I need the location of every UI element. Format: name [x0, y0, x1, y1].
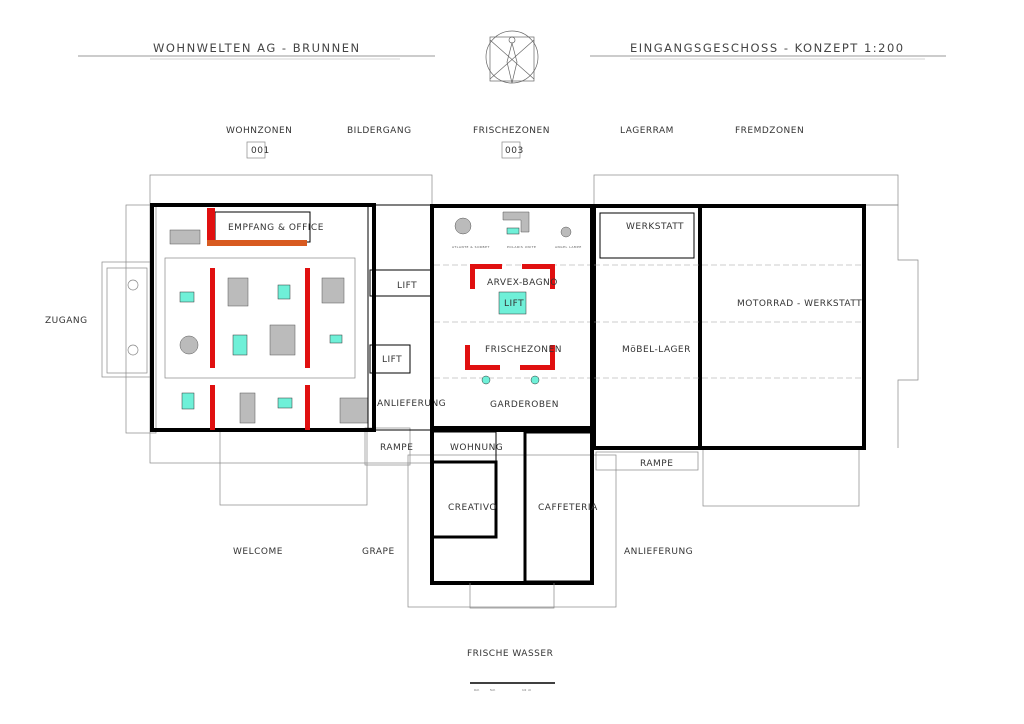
- outside-label: FRISCHE WASSER: [467, 649, 553, 659]
- svg-text:10 m: 10 m: [522, 688, 532, 692]
- outside-label: ANLIEFERUNG: [624, 547, 693, 557]
- zone-label: BILDERGANG: [347, 126, 412, 136]
- room-label: FRISCHEZONEN: [485, 345, 562, 355]
- lager-building: WERKSTATT MöBEL-LAGER MOTORRAD - WERKSTA…: [592, 204, 866, 469]
- project-title: WOHNWELTEN AG - BRUNNEN: [153, 41, 361, 55]
- svg-text:0m: 0m: [474, 688, 480, 692]
- sheet-title: EINGANGSGESCHOSS - KONZEPT 1:200: [630, 41, 905, 55]
- furniture-label: POLARIS UNITE: [507, 245, 536, 249]
- room-label: EMPFANG & OFFICE: [228, 223, 324, 233]
- zone-label: FREMDZONEN: [735, 126, 804, 136]
- room-label: GARDEROBEN: [490, 400, 559, 410]
- zone-label: WOHNZONEN: [226, 126, 292, 136]
- furniture-label: ANGEL LAMPE: [555, 245, 582, 249]
- outside-label: GRAPE: [362, 547, 395, 557]
- scale-bar: 0m 5m 10 m: [470, 682, 555, 692]
- room-label: WOHNUNG: [450, 443, 503, 453]
- room-label: MöBEL-LAGER: [622, 345, 691, 355]
- zone-code: 001: [251, 146, 270, 156]
- room-label: LIFT: [382, 355, 402, 365]
- room-label: ANLIEFERUNG: [377, 399, 446, 409]
- room-label: CAFFETERIA: [538, 503, 598, 513]
- outside-label: ZUGANG: [45, 316, 88, 326]
- furniture-label: ATLANTE & SORBET: [452, 245, 490, 249]
- zone-label: FRISCHEZONEN: [473, 126, 550, 136]
- room-label: CREATIVO: [448, 503, 497, 513]
- frischezonen-building: ATLANTE & SORBET POLARIS UNITE ANGEL LAM…: [430, 204, 598, 609]
- room-label: WERKSTATT: [626, 222, 684, 232]
- room-label: RAMPE: [380, 443, 413, 453]
- room-label: LIFT: [397, 281, 417, 291]
- room-label: LIFT: [504, 299, 524, 309]
- outside-label: WELCOME: [233, 547, 283, 557]
- room-label: ARVEX-BAGNO: [487, 278, 558, 288]
- zone-code: 003: [505, 146, 524, 156]
- room-label: MOTORRAD - WERKSTATT: [737, 299, 862, 309]
- vitruvian-logo-icon: [485, 30, 539, 84]
- room-label: RAMPE: [640, 459, 673, 469]
- wohnzonen-building: EMPFANG & OFFICE LIFT LIFT ANLIEFERUNG R…: [106, 203, 446, 453]
- zone-label: LAGERRAM: [620, 126, 674, 136]
- svg-text:5m: 5m: [490, 688, 496, 692]
